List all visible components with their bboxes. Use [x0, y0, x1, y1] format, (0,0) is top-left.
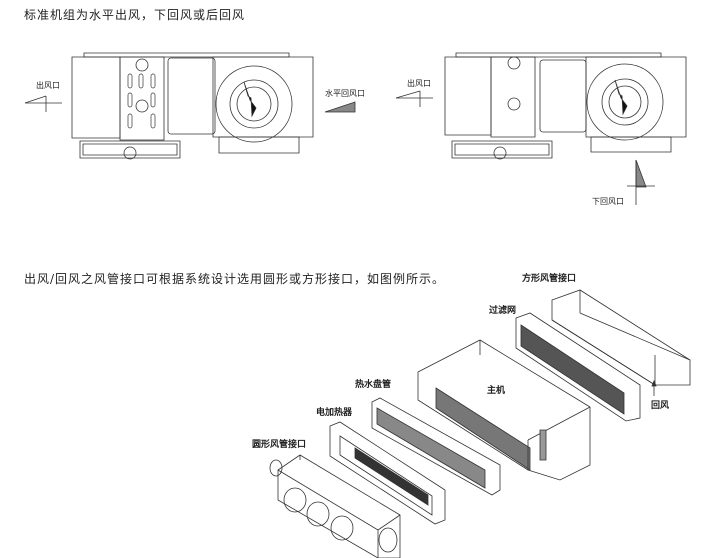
left-return-label: 水平回风口: [325, 89, 365, 98]
hot-water-coil: [372, 398, 500, 495]
top-heading: 标准机组为水平出风，下回风或后回风: [24, 8, 246, 22]
label-square-duct: 方形风管接口: [522, 274, 577, 284]
left-outlet-label: 出风口: [36, 81, 60, 90]
right-return-label: 下回风口: [592, 197, 624, 206]
right-outlet-label: 出风口: [407, 79, 431, 88]
exploded-view: [270, 290, 690, 558]
label-return-air: 回风: [651, 401, 670, 411]
label-round-duct: 圆形风管接口: [252, 440, 307, 450]
square-duct-connector: [552, 290, 690, 385]
electric-heater: [330, 422, 445, 524]
label-filter: 过滤网: [489, 306, 517, 316]
bottom-heading: 出风/回风之风管接口可根据系统设计选用圆形或方形接口，如图例所示。: [24, 272, 446, 286]
filter: [516, 313, 640, 421]
label-hot-water-coil: 热水盘管: [355, 380, 392, 390]
unit-side-view-left: [25, 53, 355, 159]
main-unit: [418, 340, 590, 480]
label-electric-heater: 电加热器: [316, 408, 353, 418]
round-duct-connector: [270, 455, 400, 558]
label-main-unit: 主机: [487, 386, 506, 396]
unit-side-view-right: [396, 53, 686, 205]
